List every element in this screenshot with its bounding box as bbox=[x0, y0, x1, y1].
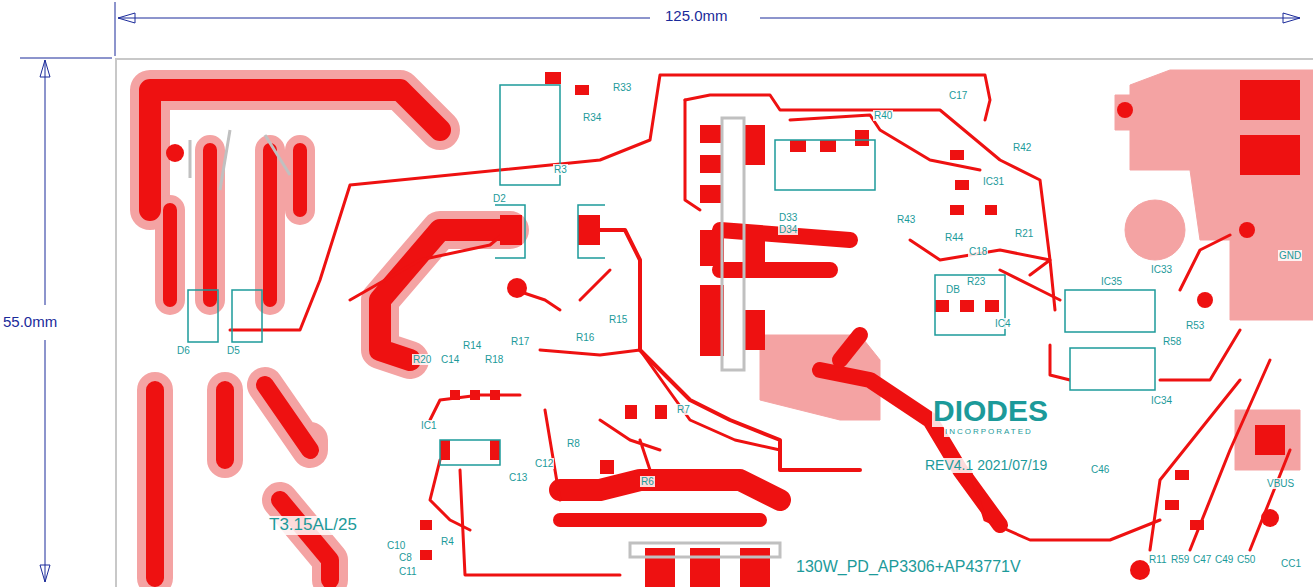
silkscreen-label: R8 bbox=[566, 438, 581, 449]
silkscreen-label: C11 bbox=[398, 566, 418, 577]
silkscreen-label: C17 bbox=[948, 90, 968, 101]
board-outline bbox=[116, 59, 1313, 587]
silkscreen-label: IC1 bbox=[420, 420, 438, 431]
silkscreen-label: C14 bbox=[440, 354, 460, 365]
silkscreen-label: D5 bbox=[226, 345, 241, 356]
silkscreen-label: D33 bbox=[778, 212, 798, 223]
silkscreen-label: DB bbox=[945, 284, 961, 295]
silkscreen-label: 130W_PD_AP3306+AP43771V bbox=[795, 558, 1022, 576]
silkscreen-outlines bbox=[188, 85, 1155, 465]
silkscreen-label: IC35 bbox=[1100, 276, 1123, 287]
silkscreen-label: REV4.1 2021/07/19 bbox=[924, 458, 1048, 473]
silkscreen-label: R43 bbox=[896, 214, 916, 225]
silkscreen-label: R58 bbox=[1162, 336, 1182, 347]
silkscreen-label: D6 bbox=[176, 345, 191, 356]
silkscreen-label: IC33 bbox=[1150, 264, 1173, 275]
silkscreen-label: C13 bbox=[508, 472, 528, 483]
silkscreen-label: C46 bbox=[1090, 464, 1110, 475]
silkscreen-label: IC31 bbox=[982, 176, 1005, 187]
silkscreen-label: R33 bbox=[612, 82, 632, 93]
silkscreen-label: R20 bbox=[412, 354, 432, 365]
silkscreen-label: C50 bbox=[1236, 554, 1256, 565]
silkscreen-label: R7 bbox=[676, 404, 691, 415]
copper-traces bbox=[150, 75, 1290, 580]
silkscreen-label: D2 bbox=[492, 193, 507, 204]
silkscreen-label: VBUS bbox=[1266, 478, 1295, 489]
silkscreen-label: R59 bbox=[1170, 554, 1190, 565]
silkscreen-label: T3.15AL/25 bbox=[268, 516, 358, 535]
silkscreen-label: C49 bbox=[1214, 554, 1234, 565]
silkscreen-label: R4 bbox=[440, 536, 455, 547]
silkscreen-label: R53 bbox=[1185, 320, 1205, 331]
silkscreen-label: IC4 bbox=[994, 318, 1012, 329]
silkscreen-label: R6 bbox=[640, 476, 655, 487]
silkscreen-label: R44 bbox=[944, 232, 964, 243]
pads bbox=[166, 72, 1300, 587]
dimension-text: 55.0mm bbox=[2, 314, 58, 331]
dimension-text: 125.0mm bbox=[664, 8, 729, 25]
part-bodies bbox=[190, 118, 780, 557]
silkscreen-label: R17 bbox=[510, 336, 530, 347]
silkscreen-label: R21 bbox=[1014, 228, 1034, 239]
silkscreen-label: INCORPORATED bbox=[944, 428, 1034, 437]
silkscreen-label: R14 bbox=[462, 340, 482, 351]
silkscreen-label: R18 bbox=[484, 354, 504, 365]
silkscreen-label: R40 bbox=[873, 110, 893, 121]
silkscreen-label: CC1 bbox=[1280, 558, 1302, 569]
silkscreen-label: GND bbox=[1278, 250, 1302, 261]
silkscreen-label: DIODES bbox=[932, 394, 1049, 427]
silkscreen-label: R15 bbox=[608, 314, 628, 325]
silkscreen-label: R34 bbox=[582, 112, 602, 123]
silkscreen-label: C8 bbox=[398, 552, 413, 563]
silkscreen-label: C47 bbox=[1192, 554, 1212, 565]
copper-pours bbox=[150, 70, 1313, 580]
silkscreen-label: R16 bbox=[575, 332, 595, 343]
silkscreen-label: R23 bbox=[966, 276, 986, 287]
silkscreen-label: IC34 bbox=[1150, 395, 1173, 406]
silkscreen-label: R3 bbox=[553, 164, 568, 175]
silkscreen-label: C12 bbox=[534, 458, 554, 469]
silkscreen-label: R42 bbox=[1012, 142, 1032, 153]
silkscreen-label: R11 bbox=[1148, 554, 1168, 565]
silkscreen-label: D34 bbox=[778, 224, 798, 235]
silkscreen-label: C18 bbox=[968, 246, 988, 257]
silkscreen-label: C10 bbox=[386, 540, 406, 551]
